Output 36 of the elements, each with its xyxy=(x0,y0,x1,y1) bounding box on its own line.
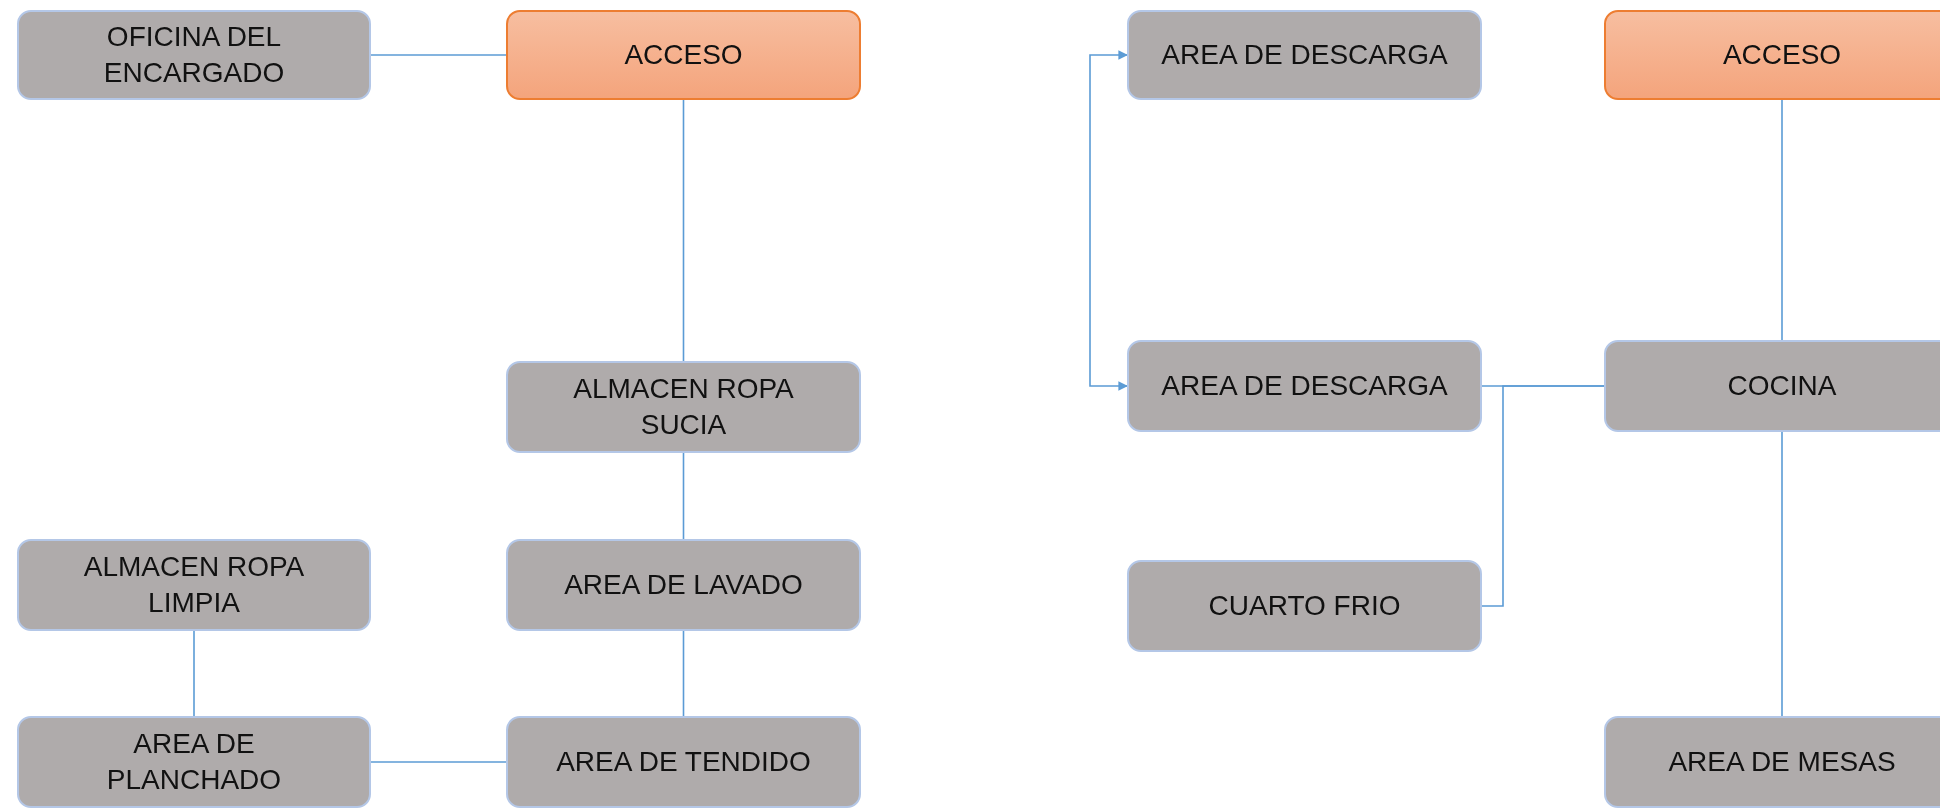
area-box xyxy=(506,539,861,631)
connector-line xyxy=(370,54,507,56)
area-box xyxy=(506,361,861,453)
area-label: ACCESO xyxy=(1722,37,1842,72)
entry-box xyxy=(1604,10,1940,100)
area-label: OFICINA DEL ENCARGADO xyxy=(102,19,286,90)
area-box xyxy=(506,716,861,808)
arrow xyxy=(1089,50,1128,391)
area-label: ALMACEN ROPA LIMPIA xyxy=(82,549,306,620)
area-box xyxy=(17,716,371,808)
connector-line xyxy=(1481,385,1605,607)
area-box xyxy=(1604,716,1940,808)
area-label: AREA DE PLANCHADO xyxy=(105,726,283,797)
area-label: COCINA xyxy=(1727,368,1837,403)
connector-line xyxy=(682,99,685,362)
area-label: AREA DE LAVADO xyxy=(564,567,803,602)
area-label: AREA DE TENDIDO xyxy=(556,744,811,779)
area-label: CUARTO FRIO xyxy=(1208,588,1401,623)
connector-line xyxy=(1781,99,1783,341)
area-box xyxy=(1604,340,1940,432)
area-box xyxy=(1127,340,1482,432)
area-box xyxy=(17,539,371,631)
area-label: ACCESO xyxy=(624,37,743,72)
connector-line xyxy=(1781,431,1783,717)
connector-line xyxy=(370,761,507,763)
entry-box xyxy=(506,10,861,100)
connector-line xyxy=(682,630,685,717)
area-box xyxy=(1127,560,1482,652)
connector-line xyxy=(193,630,195,717)
area-label: AREA DE DESCARGA xyxy=(1161,368,1448,403)
area-box xyxy=(17,10,371,100)
area-label: AREA DE MESAS xyxy=(1668,744,1896,779)
area-box xyxy=(1127,10,1482,100)
connector-line xyxy=(682,452,685,540)
area-label: ALMACEN ROPA SUCIA xyxy=(572,371,795,442)
area-label: AREA DE DESCARGA xyxy=(1161,37,1448,72)
